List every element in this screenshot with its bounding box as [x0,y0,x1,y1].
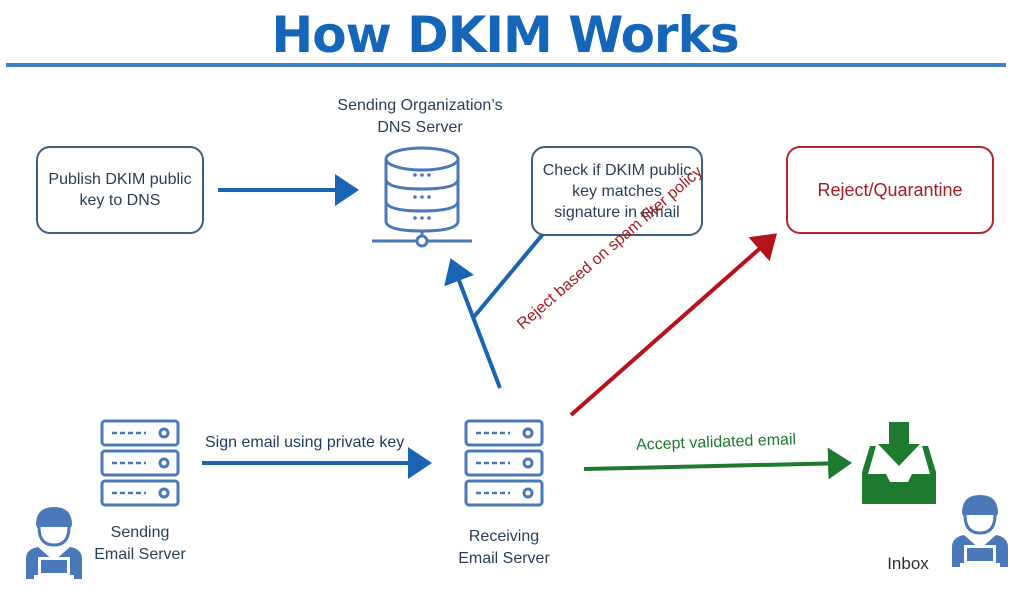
sending-server-icon [100,419,180,507]
publish-dkim-box: Publish DKIM public key to DNS [36,146,204,234]
receiving-server-label: Receiving Email Server [434,526,574,570]
reject-arrow [569,233,778,417]
reject-box-text: Reject/Quarantine [817,179,963,200]
publish-box-line1: Publish DKIM public [48,171,192,188]
accept-arrow [583,447,852,480]
check-box-line1: Check if DKIM public [542,161,692,179]
sender-user-icon [26,507,82,579]
receiving-server-icon [464,419,544,507]
sending-server-label-line2: Email Server [94,546,186,563]
receiving-server-label-line1: Receiving [468,528,540,545]
recipient-user-icon [952,495,1008,567]
check-dkim-box: Check if DKIM public key matches signatu… [531,146,703,236]
page-title: How DKIM Works [271,6,739,64]
receiving-server-label-line2: Email Server [458,550,550,567]
inbox-tray-icon [862,422,936,504]
dns-server-label: Sending Organization’s DNS Server [300,95,540,139]
publish-box-line2: key to DNS [79,192,161,209]
dns-server-label-line1: Sending Organization’s [337,97,503,114]
check-box-line3: signature in email [554,203,680,221]
reject-quarantine-box: Reject/Quarantine [786,146,994,234]
check-callout-line [471,232,545,320]
inbox-label: Inbox [887,554,929,573]
dns-server-label-line2: DNS Server [377,119,463,136]
sending-server-label-line1: Sending [110,524,170,541]
receiving-to-dns-arrow [444,258,502,389]
check-box-line2: key matches [572,182,662,200]
title-underline [6,63,1006,67]
sending-server-label: Sending Email Server [70,522,210,566]
sign-email-label: Sign email using private key [205,434,405,451]
database-server-icon [372,146,472,248]
